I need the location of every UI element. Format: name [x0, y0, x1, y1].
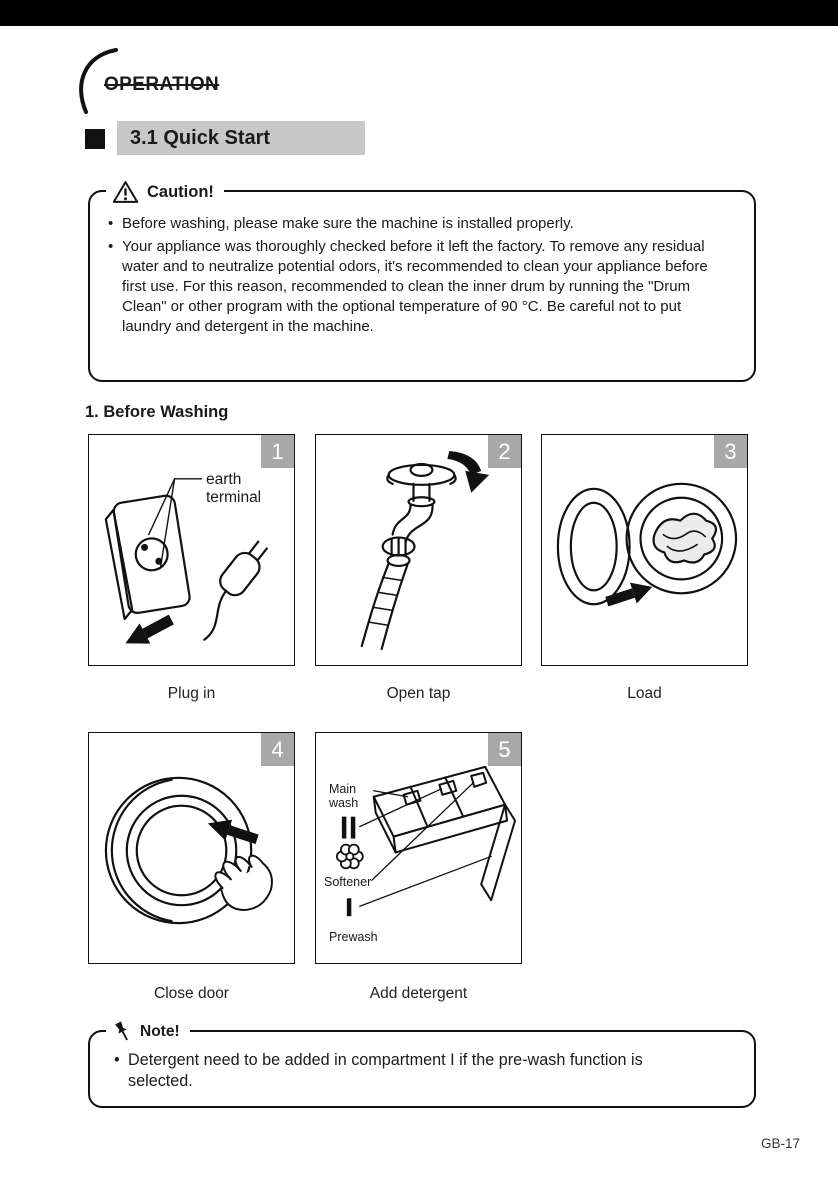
black-square-bullet [85, 129, 105, 149]
note-label-text: Note! [140, 1023, 180, 1040]
note-box: Note! Detergent need to be added in comp… [88, 1016, 756, 1108]
note-list: Detergent need to be added in compartmen… [112, 1050, 734, 1092]
load-illustration [556, 482, 738, 607]
caution-item: Before washing, please make sure the mac… [106, 214, 734, 234]
page-number: GB-17 [760, 1136, 800, 1151]
compartment-ii-symbol [341, 816, 356, 917]
softener-label: Softener [324, 875, 372, 889]
section-header-label: OPERATION [104, 74, 220, 95]
step-number-badge: 2 [488, 435, 521, 468]
step-panel-open-tap: 2 [315, 434, 522, 666]
main-wash-label: Main wash [329, 782, 359, 810]
step-caption: Load [627, 685, 662, 702]
step-panel-load: 3 [541, 434, 748, 666]
compartment-i-symbol [346, 898, 352, 917]
note-label: Note! [106, 1016, 190, 1048]
step-panel-add-detergent: 5 Main wash Softener Prewash [315, 732, 522, 964]
caution-list: Before washing, please make sure the mac… [106, 214, 734, 337]
note-item: Detergent need to be added in compartmen… [112, 1050, 697, 1092]
detergent-drawer-illustration [336, 765, 517, 917]
page-top-bar [0, 0, 838, 26]
step-number-badge: 1 [261, 435, 294, 468]
step-caption: Add detergent [369, 985, 468, 1002]
caution-label-text: Caution! [147, 182, 214, 201]
pushpin-icon [115, 1021, 128, 1041]
step-number-badge: 5 [488, 733, 521, 766]
step-panel-close-door: 4 [88, 732, 295, 964]
swoosh-arc [79, 48, 118, 114]
step-caption: Close door [154, 985, 229, 1002]
warning-triangle-icon [112, 181, 139, 203]
prewash-label: Prewash [329, 930, 378, 944]
caution-item: Your appliance was thoroughly checked be… [106, 237, 734, 337]
step-caption: Open tap [386, 685, 451, 702]
open-tap-illustration [360, 450, 490, 651]
earth-terminal-label: earth terminal [206, 471, 262, 506]
before-washing-heading: 1. Before Washing [85, 403, 229, 421]
step-caption: Plug in [167, 685, 216, 702]
step-number-badge: 4 [261, 733, 294, 766]
step-panel-plug-in: 1 earth terminal [88, 434, 295, 666]
caution-label: Caution! [106, 176, 224, 208]
step-number-badge: 3 [714, 435, 747, 468]
softener-flower-icon [336, 843, 364, 870]
caution-box: Caution! Before washing, please make sur… [88, 176, 756, 382]
quick-start-title: 3.1 Quick Start [117, 121, 365, 155]
plug-in-illustration [104, 478, 268, 644]
close-door-illustration [104, 776, 273, 925]
